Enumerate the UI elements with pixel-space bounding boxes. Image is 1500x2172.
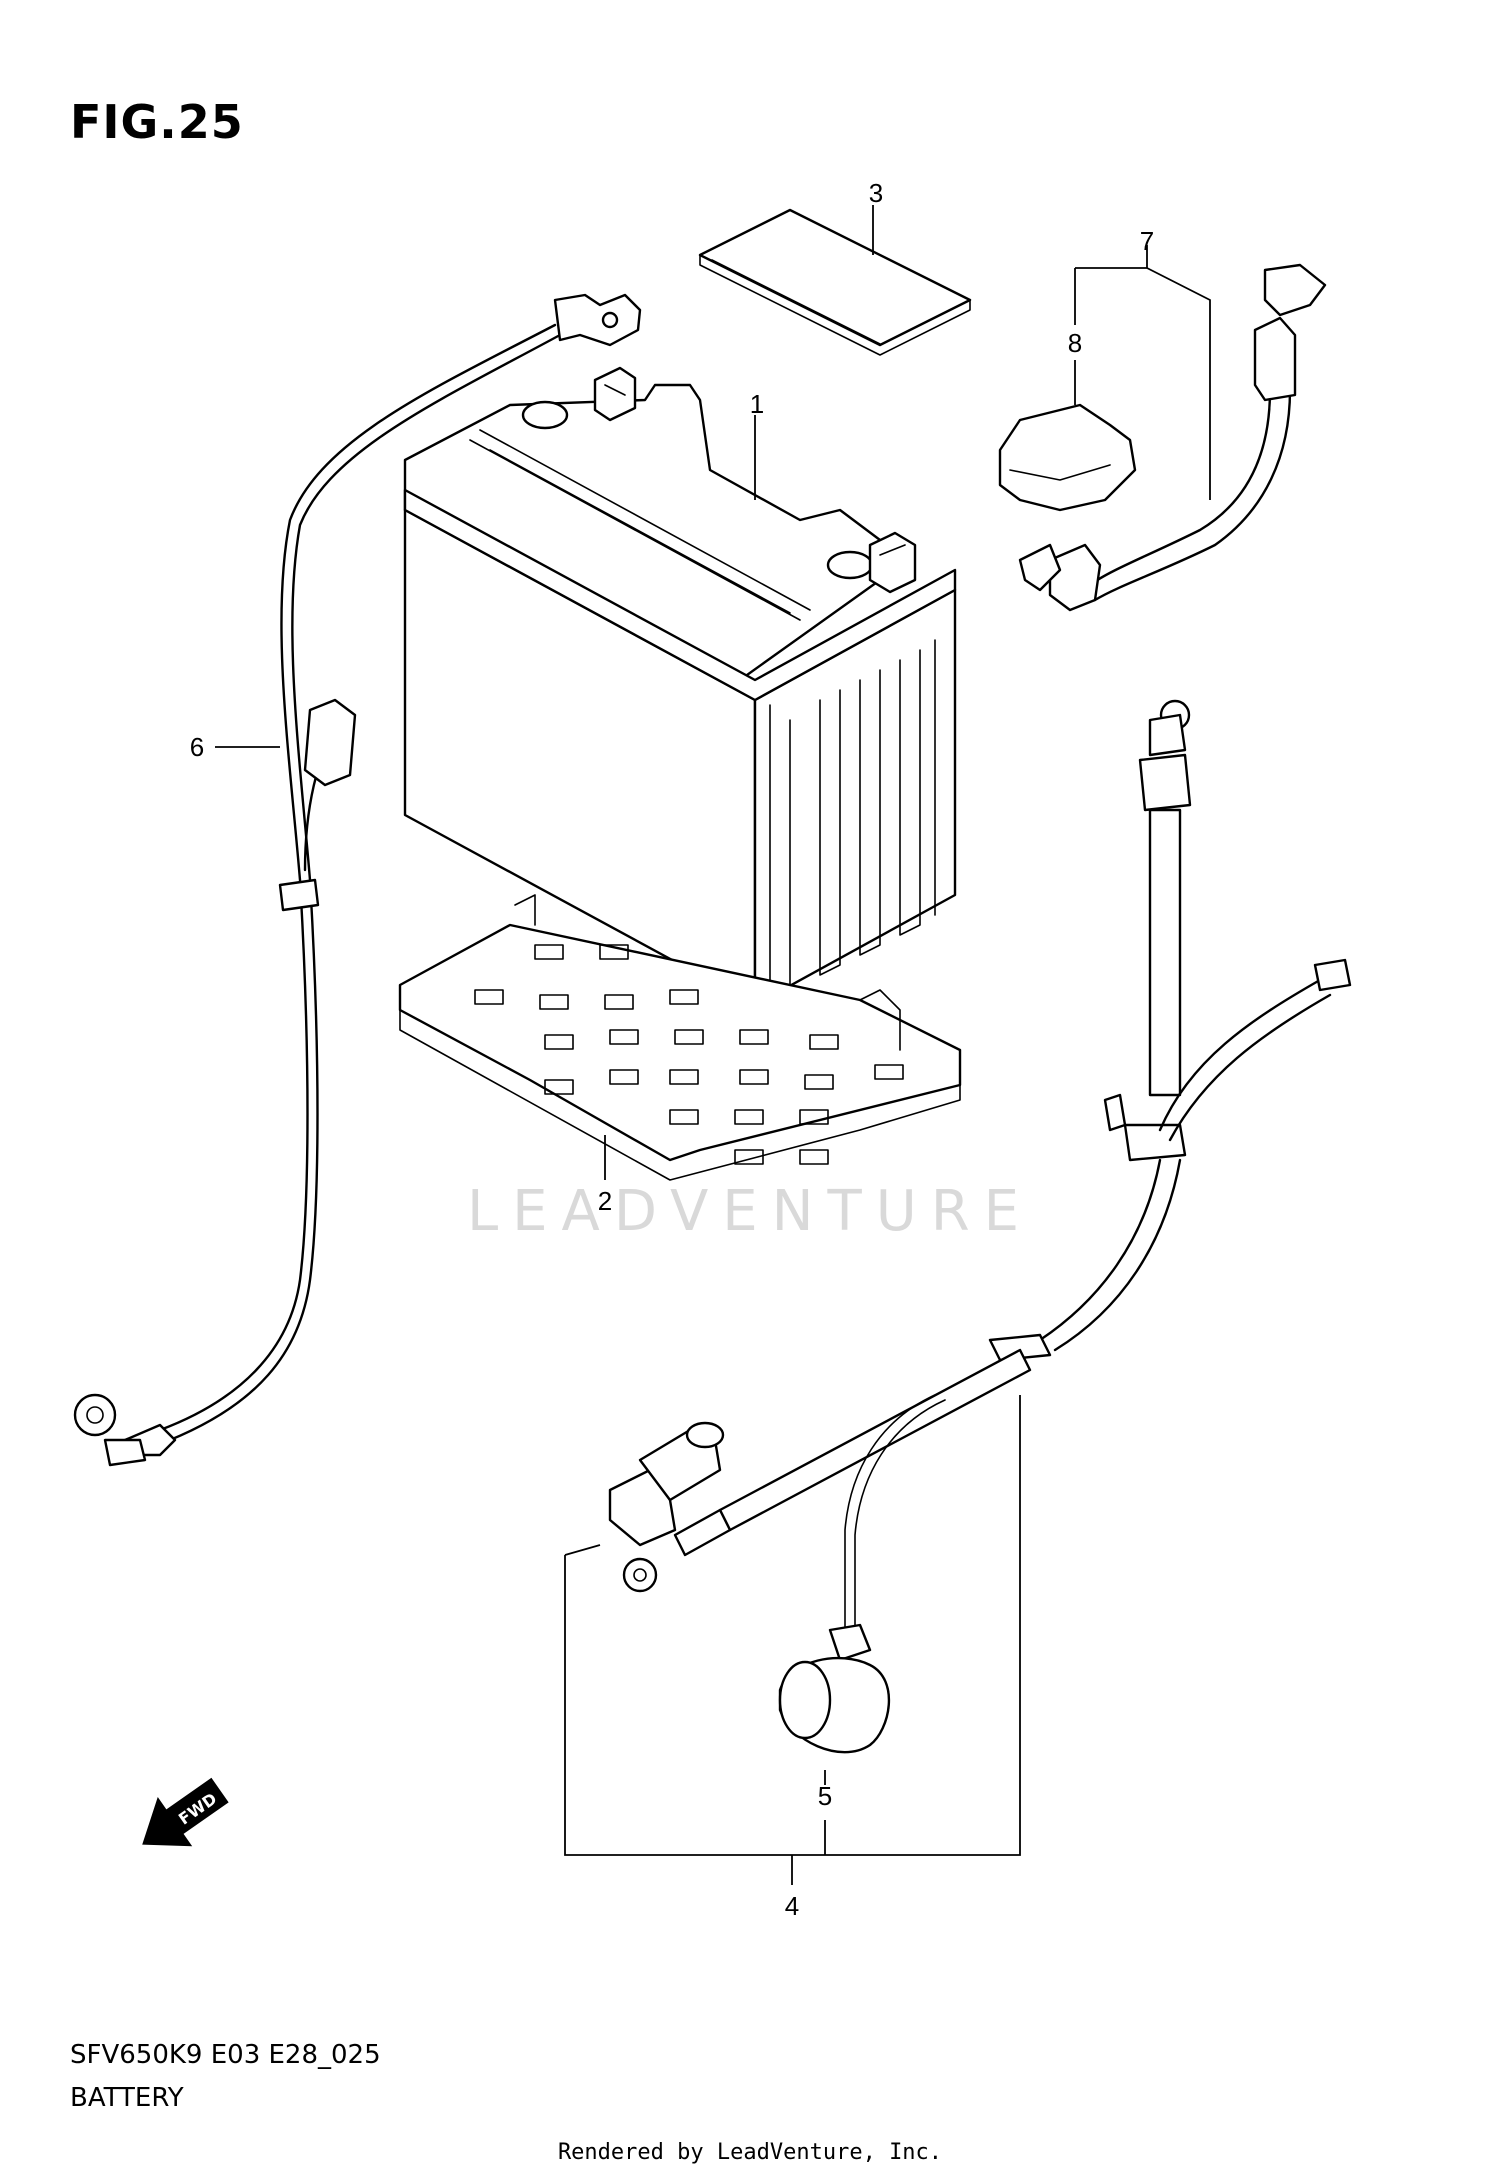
part-8-terminal-cap [998, 403, 1137, 512]
diagram-code: SFV650K9 E03 E28_025 [70, 2040, 381, 2070]
callout-2: 2 [598, 1186, 612, 1216]
footer-credit: Rendered by LeadVenture, Inc. [557, 2140, 943, 2165]
callout-8: 8 [1068, 328, 1082, 358]
part-6-wire-harness [73, 293, 642, 1467]
leader-lines [215, 205, 1211, 1885]
callout-4: 4 [785, 1891, 799, 1921]
part-7-battery-cable [1018, 263, 1327, 612]
diagram-name: BATTERY [70, 2083, 184, 2113]
part-3-battery-pad [698, 208, 972, 356]
fwd-arrow-icon: FWD [142, 1777, 229, 1847]
callout-1: 1 [750, 389, 764, 419]
part-2-battery-tray [398, 894, 962, 1181]
part-5-sensor [778, 1623, 891, 1754]
callout-6: 6 [190, 732, 204, 762]
part-1-battery [403, 366, 957, 1007]
callout-7: 7 [1140, 226, 1154, 256]
part-4-cable-assembly [608, 699, 1352, 1631]
watermark-text: LEADVENTURE [467, 1179, 1033, 1244]
callout-3: 3 [869, 178, 883, 208]
figure-title: FIG.25 [70, 95, 244, 149]
callout-5: 5 [818, 1781, 832, 1811]
